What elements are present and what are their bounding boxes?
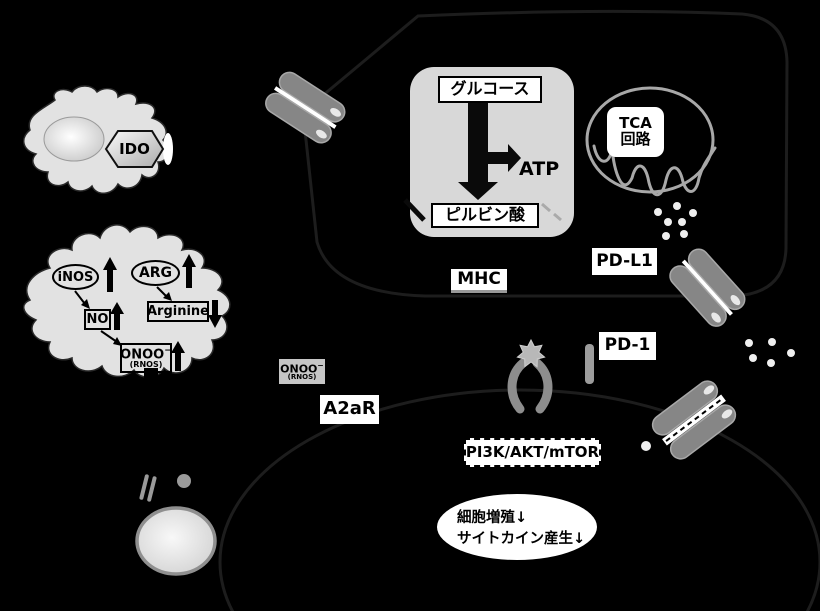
ido-hexagon bbox=[104, 130, 165, 168]
tca-line2: 回路 bbox=[620, 130, 651, 148]
ido-cell bbox=[23, 85, 173, 194]
mdsc-arrows bbox=[74, 254, 222, 371]
tcr-icon bbox=[507, 358, 553, 414]
arg-ellipse: ARG bbox=[131, 260, 180, 286]
transporter-dashed-icon bbox=[651, 380, 737, 460]
onoo-text: ONOO bbox=[120, 347, 165, 363]
atp-label: ATP bbox=[519, 158, 560, 180]
glucose-box: グルコース bbox=[438, 76, 542, 103]
glycolysis-panel bbox=[403, 67, 574, 237]
t-cell-outline bbox=[218, 388, 820, 611]
small-cell bbox=[135, 506, 217, 576]
transporter-top-icon bbox=[265, 71, 346, 144]
arginine-box: Arginine bbox=[147, 301, 209, 322]
pyruvate-box: ピルビン酸 bbox=[431, 203, 539, 228]
a2ar-label: A2aR bbox=[320, 395, 379, 424]
pd1-label: PD-1 bbox=[599, 332, 656, 360]
result-ellipse: 細胞増殖↓ サイトカイン産生↓ bbox=[437, 494, 597, 560]
no-box: NO bbox=[84, 309, 111, 330]
onoo-secreted-minus: − bbox=[317, 360, 324, 370]
result-line1: 細胞増殖↓ bbox=[457, 510, 528, 526]
onoo-rnos: (RNOS) bbox=[129, 360, 163, 370]
onoo-secreted-text: ONOO bbox=[280, 362, 318, 376]
antigen-star-icon bbox=[516, 338, 546, 368]
pd1-receptor-icon bbox=[585, 344, 594, 384]
membrane-highlight bbox=[163, 133, 173, 165]
pdl1-label: PD-L1 bbox=[592, 248, 657, 275]
inos-ellipse: iNOS bbox=[52, 264, 99, 290]
ido-label: IDO bbox=[119, 140, 150, 158]
mhc-label: MHC bbox=[451, 269, 507, 293]
vesicle-icons bbox=[139, 474, 191, 502]
secreted-dots-lower-icon bbox=[641, 338, 795, 451]
tumor-cell-outline bbox=[301, 9, 789, 298]
mdsc-cell bbox=[23, 224, 231, 378]
onoo-secreted-rnos: (RNOS) bbox=[287, 373, 317, 382]
onoo-minus: − bbox=[164, 345, 172, 356]
tca-line1: TCA bbox=[619, 114, 652, 133]
result-line2: サイトカイン産生↓ bbox=[457, 531, 586, 547]
onoo-secreted-box: ONOO− (RNOS) bbox=[279, 359, 325, 384]
pi3k-akt-mtor-box: PI3K/AKT/mTOR bbox=[464, 438, 601, 467]
secreted-dots-upper-icon bbox=[654, 202, 697, 240]
onoo-box: ONOO− (RNOS) bbox=[120, 343, 172, 373]
transporter-right-icon bbox=[669, 248, 746, 327]
